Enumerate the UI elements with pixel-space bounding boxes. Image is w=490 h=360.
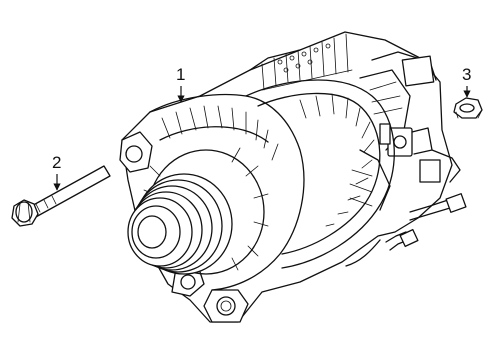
nut-illustration [453,97,483,119]
callout-3: 3 [462,65,471,98]
callout-2-label: 2 [52,153,61,172]
alternator-illustration [119,31,467,323]
callout-1-label: 1 [176,65,185,84]
callout-3-label: 3 [462,65,471,84]
rear-housing-vents [277,43,331,73]
callout-2: 2 [52,153,61,191]
pulley [127,173,233,275]
callout-1: 1 [176,65,185,103]
bolt-illustration [11,165,111,227]
